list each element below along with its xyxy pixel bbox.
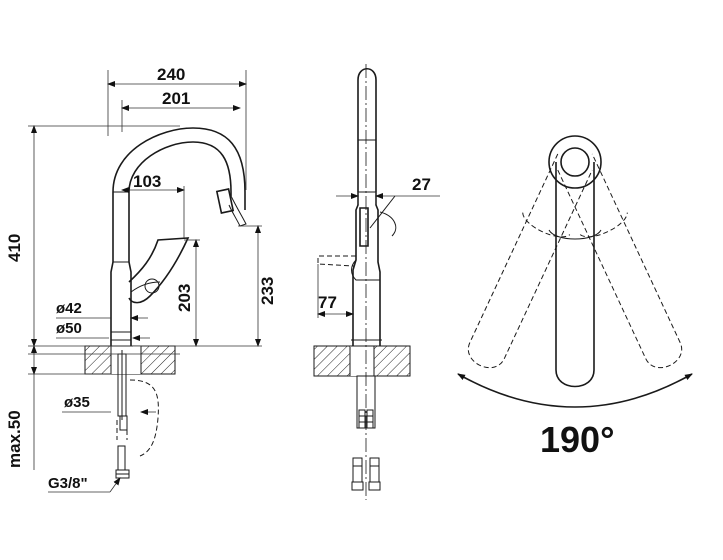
- dimension-o50: ø50: [56, 320, 150, 341]
- rotation-angle-label: 190°: [540, 419, 614, 460]
- dimension-27: 27: [336, 175, 440, 204]
- dimension-203: 203: [175, 239, 200, 347]
- spout-top-rotated-left: [557, 153, 683, 369]
- top-view: 190°: [457, 135, 693, 460]
- dim-g38-label: G3/8": [48, 475, 88, 492]
- dimension-o35: ø35: [62, 394, 156, 415]
- dimension-233: 233: [238, 225, 277, 347]
- dim-o50-label: ø50: [56, 320, 82, 337]
- supply-hoses-front: [115, 350, 159, 479]
- dim-max50-label: max.50: [5, 410, 24, 468]
- spout-top-rotated-right: [467, 153, 593, 369]
- dim-240-label: 240: [157, 65, 185, 84]
- dim-203-label: 203: [175, 284, 194, 312]
- dim-27-label: 27: [412, 175, 431, 194]
- dimension-410: 410: [5, 125, 180, 347]
- dim-201-label: 201: [162, 89, 190, 108]
- dim-o35-label: ø35: [64, 394, 90, 411]
- dimension-g38: G3/8": [48, 475, 121, 493]
- dimension-103: 103: [121, 172, 185, 238]
- dimension-240: 240: [107, 65, 247, 190]
- side-view: 27 77: [313, 64, 440, 500]
- dimension-77: 77: [317, 264, 354, 318]
- front-view: 240 201 103 410 233 203: [5, 65, 277, 493]
- faucet-body-side: [317, 67, 397, 347]
- faucet-body-front: [109, 127, 247, 347]
- dim-77-label: 77: [318, 293, 337, 312]
- dimension-max50: max.50: [5, 345, 111, 470]
- dimension-o42: ø42: [56, 300, 148, 321]
- dim-o42-label: ø42: [56, 300, 82, 317]
- spout-top-solid: [555, 162, 595, 388]
- dim-410-label: 410: [5, 234, 24, 262]
- dim-103-label: 103: [133, 172, 161, 191]
- rotation-arc: [457, 373, 693, 408]
- dim-233-label: 233: [258, 277, 277, 305]
- dimension-201: 201: [121, 89, 241, 132]
